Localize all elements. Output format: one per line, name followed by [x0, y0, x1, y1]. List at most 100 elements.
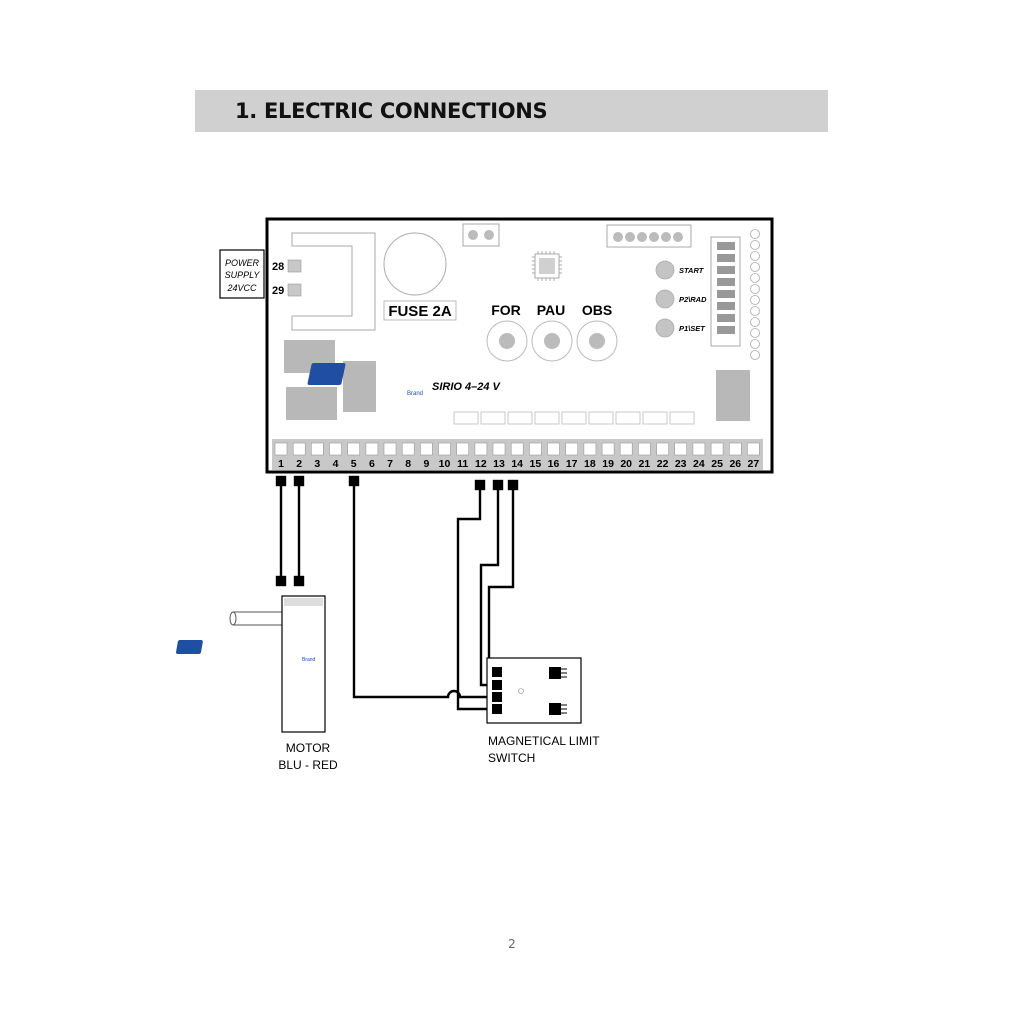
terminal-number: 27: [748, 458, 760, 470]
limit-switch-label-line-1: MAGNETICAL LIMIT: [488, 734, 600, 748]
power-supply-line-3: 24VCC: [226, 283, 257, 293]
terminal-number: 24: [693, 458, 705, 470]
connector-pin: [484, 230, 494, 240]
indicator-for-label: FOR: [491, 302, 521, 318]
brand-logo-subtext: Brand: [407, 391, 423, 397]
terminal-number: 8: [405, 458, 411, 470]
terminal-screw: [510, 442, 524, 456]
motor-logo-subtext: Brand: [302, 657, 316, 663]
terminal-screw: [492, 442, 506, 456]
terminal-number: 16: [548, 458, 560, 470]
power-supply-line-1: POWER: [225, 258, 260, 268]
terminal-28-pad: [287, 259, 302, 273]
terminal-number: 23: [675, 458, 687, 470]
terminal-number: 3: [314, 458, 320, 470]
terminal-number: 26: [729, 458, 741, 470]
terminal-number: 25: [711, 458, 723, 470]
terminal-screw: [529, 442, 542, 456]
limit-switch-wire-14: [487, 489, 515, 674]
connector-pin: [468, 230, 478, 240]
start-button-label: START: [679, 266, 705, 275]
p1-set-button-label: P1\SET: [679, 324, 706, 333]
terminal-screw: [292, 442, 306, 456]
dip-switch-block: [710, 236, 741, 347]
power-supply-line-2: SUPPLY: [225, 270, 261, 280]
indicator-obs-label: OBS: [582, 302, 612, 318]
terminal-screw: [420, 442, 433, 456]
terminal-screw: [601, 442, 615, 456]
section-title: 1. ELECTRIC CONNECTIONS: [235, 99, 548, 123]
terminal-number: 6: [369, 458, 375, 470]
limit-switch-common-wire: [352, 485, 492, 699]
start-button[interactable]: [655, 260, 675, 280]
terminal-screw: [274, 442, 288, 456]
terminal-29-label: 29: [272, 285, 284, 297]
fuse-label: FUSE 2A: [388, 303, 452, 320]
terminal-screw: [383, 442, 397, 456]
terminal-number: 2: [296, 458, 302, 470]
terminal-number: 20: [620, 458, 632, 470]
p1-set-button[interactable]: [655, 318, 675, 338]
led-column: [750, 229, 760, 360]
transformer-outline: [291, 232, 376, 331]
terminal-screw: [401, 442, 415, 456]
power-supply-box: POWER SUPPLY 24VCC: [219, 249, 265, 299]
limit-switch-label-line-2: SWITCH: [488, 751, 535, 765]
terminal-number: 17: [566, 458, 578, 470]
terminal-number: 13: [493, 458, 505, 470]
motor-logo-text: bmp: [298, 643, 318, 653]
limit-switch-wire-12: [456, 489, 492, 711]
terminal-screw: [674, 442, 688, 456]
terminal-number: 5: [351, 458, 357, 470]
terminal-screw: [547, 442, 560, 456]
pad-row: [453, 411, 695, 425]
terminal-number: 10: [439, 458, 451, 470]
wire-terminal-13: [492, 479, 504, 491]
p2-rad-button-label: P2\RAD: [679, 295, 707, 304]
terminal-29-pad: [287, 283, 302, 297]
brand-logo-text: bmp: [400, 368, 428, 383]
terminal-number: 4: [333, 458, 339, 470]
model-label: SIRIO 4–24 V: [432, 381, 502, 393]
capacitor-circle: [383, 232, 447, 296]
terminal-screw: [619, 442, 633, 456]
terminal-screw: [656, 442, 669, 456]
wire-terminal-5: [348, 475, 360, 487]
relay-3: [343, 361, 376, 412]
terminal-number: 22: [657, 458, 669, 470]
relay-4: [716, 370, 750, 421]
terminal-number: 14: [511, 458, 523, 470]
motor-label-line-1: MOTOR: [286, 741, 331, 755]
terminal-screw: [456, 442, 470, 456]
two-pin-connector: [462, 223, 500, 247]
terminal-number: 7: [387, 458, 393, 470]
terminal-number: 21: [639, 458, 651, 470]
wire-terminal-12: [474, 479, 486, 491]
terminal-number: 18: [584, 458, 596, 470]
relay-2: [286, 387, 337, 420]
terminal-number: 11: [457, 458, 468, 470]
terminal-28-label: 28: [272, 261, 284, 273]
terminal-screw: [692, 442, 706, 456]
terminal-screw: [747, 442, 760, 456]
section-header-bar: 1. ELECTRIC CONNECTIONS: [195, 90, 828, 132]
p2-rad-button[interactable]: [655, 289, 675, 309]
page-number: 2: [508, 937, 516, 951]
terminal-number: 9: [423, 458, 429, 470]
terminal-screw: [310, 442, 324, 456]
motor-label-line-2: BLU - RED: [278, 758, 338, 772]
terminal-number: 19: [602, 458, 614, 470]
terminal-screw: [474, 442, 488, 456]
terminal-screw: [565, 442, 579, 456]
terminal-number: 1: [278, 458, 284, 470]
terminal-number: 12: [475, 458, 487, 470]
wire-terminal-14: [507, 479, 519, 491]
microcontroller-chip: [532, 251, 562, 281]
terminal-screw: [347, 442, 361, 456]
terminal-screw: [638, 442, 651, 456]
wire-terminal-1: [275, 475, 287, 487]
terminal-screw: [365, 442, 379, 456]
terminal-screw: [728, 442, 742, 456]
